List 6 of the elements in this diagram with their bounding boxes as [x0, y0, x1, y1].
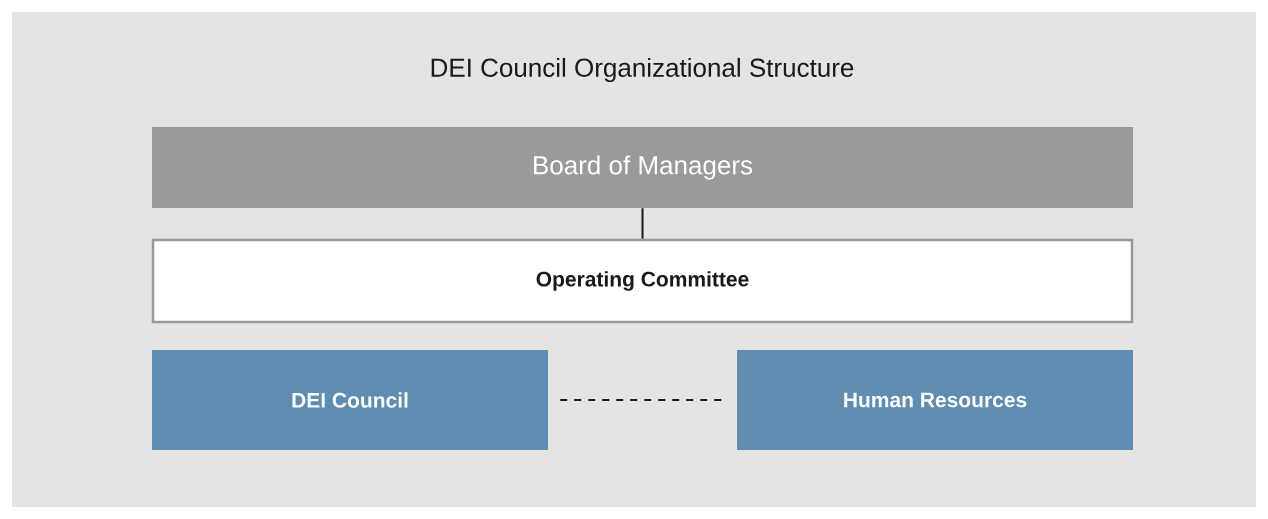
- title: DEI Council Organizational Structure: [431, 57, 854, 83]
- process-box: DEI Council: [152, 350, 548, 450]
- top-box: Board of Managers: [152, 127, 1133, 208]
- process-box: Operating Committee: [151, 238, 1134, 324]
- process-box: Human Resources: [737, 350, 1133, 450]
- connector-line: [641, 207, 644, 240]
